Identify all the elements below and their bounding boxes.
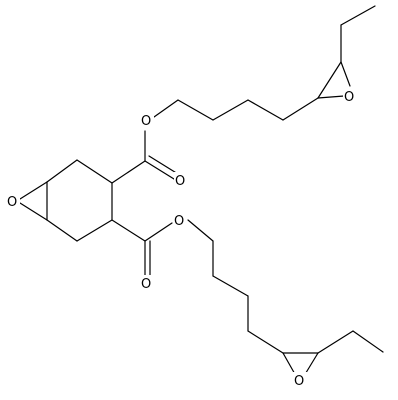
bond: [187, 219, 214, 242]
bond: [352, 330, 384, 353]
bond: [317, 330, 354, 354]
bond: [247, 99, 284, 121]
atom-label: O: [141, 114, 151, 129]
atom-label: O: [175, 174, 185, 189]
cyclohexane-ring: [46, 159, 113, 242]
epoxide-bottom-chain: [282, 330, 384, 377]
bond: [144, 160, 175, 180]
ester-top: [111, 130, 179, 184]
bond: [148, 155, 179, 175]
atom-label: O: [7, 195, 17, 210]
atom-o-carbonyl-bottom: O: [140, 275, 154, 292]
atom-o-ester-top: O: [140, 112, 154, 129]
bond: [340, 61, 351, 87]
atom-o-epoxide-top-chain: O: [343, 88, 357, 105]
chain-bottom: [187, 219, 284, 354]
bond: [19, 202, 48, 221]
bond: [19, 181, 48, 200]
atom-label: O: [174, 214, 184, 229]
ring-epoxide: [19, 181, 48, 221]
bond: [212, 99, 249, 121]
atom-o-ester-bottom: O: [173, 212, 187, 229]
bond: [247, 330, 284, 354]
bond: [46, 159, 78, 183]
chain-top: [153, 97, 319, 121]
ester-bottom: [111, 219, 173, 277]
bond: [317, 61, 342, 99]
epoxide-top-chain: [317, 5, 376, 99]
bond: [282, 97, 319, 121]
bond: [111, 160, 146, 184]
atom-o-ring-epoxide: O: [6, 193, 20, 210]
atom-o-epoxide-bottom-chain: O: [293, 372, 307, 389]
bond: [76, 219, 113, 242]
bond: [317, 95, 345, 99]
atom-o-carbonyl-top: O: [174, 172, 188, 189]
bond: [153, 99, 179, 118]
atom-label: O: [344, 90, 354, 105]
atom-label: O: [294, 374, 304, 389]
bond: [76, 159, 113, 184]
bond: [46, 219, 78, 242]
bond: [340, 5, 376, 26]
bond: [111, 219, 146, 242]
bond: [177, 99, 214, 121]
atom-label: O: [141, 277, 151, 292]
bond: [212, 275, 249, 297]
bond: [144, 222, 173, 242]
